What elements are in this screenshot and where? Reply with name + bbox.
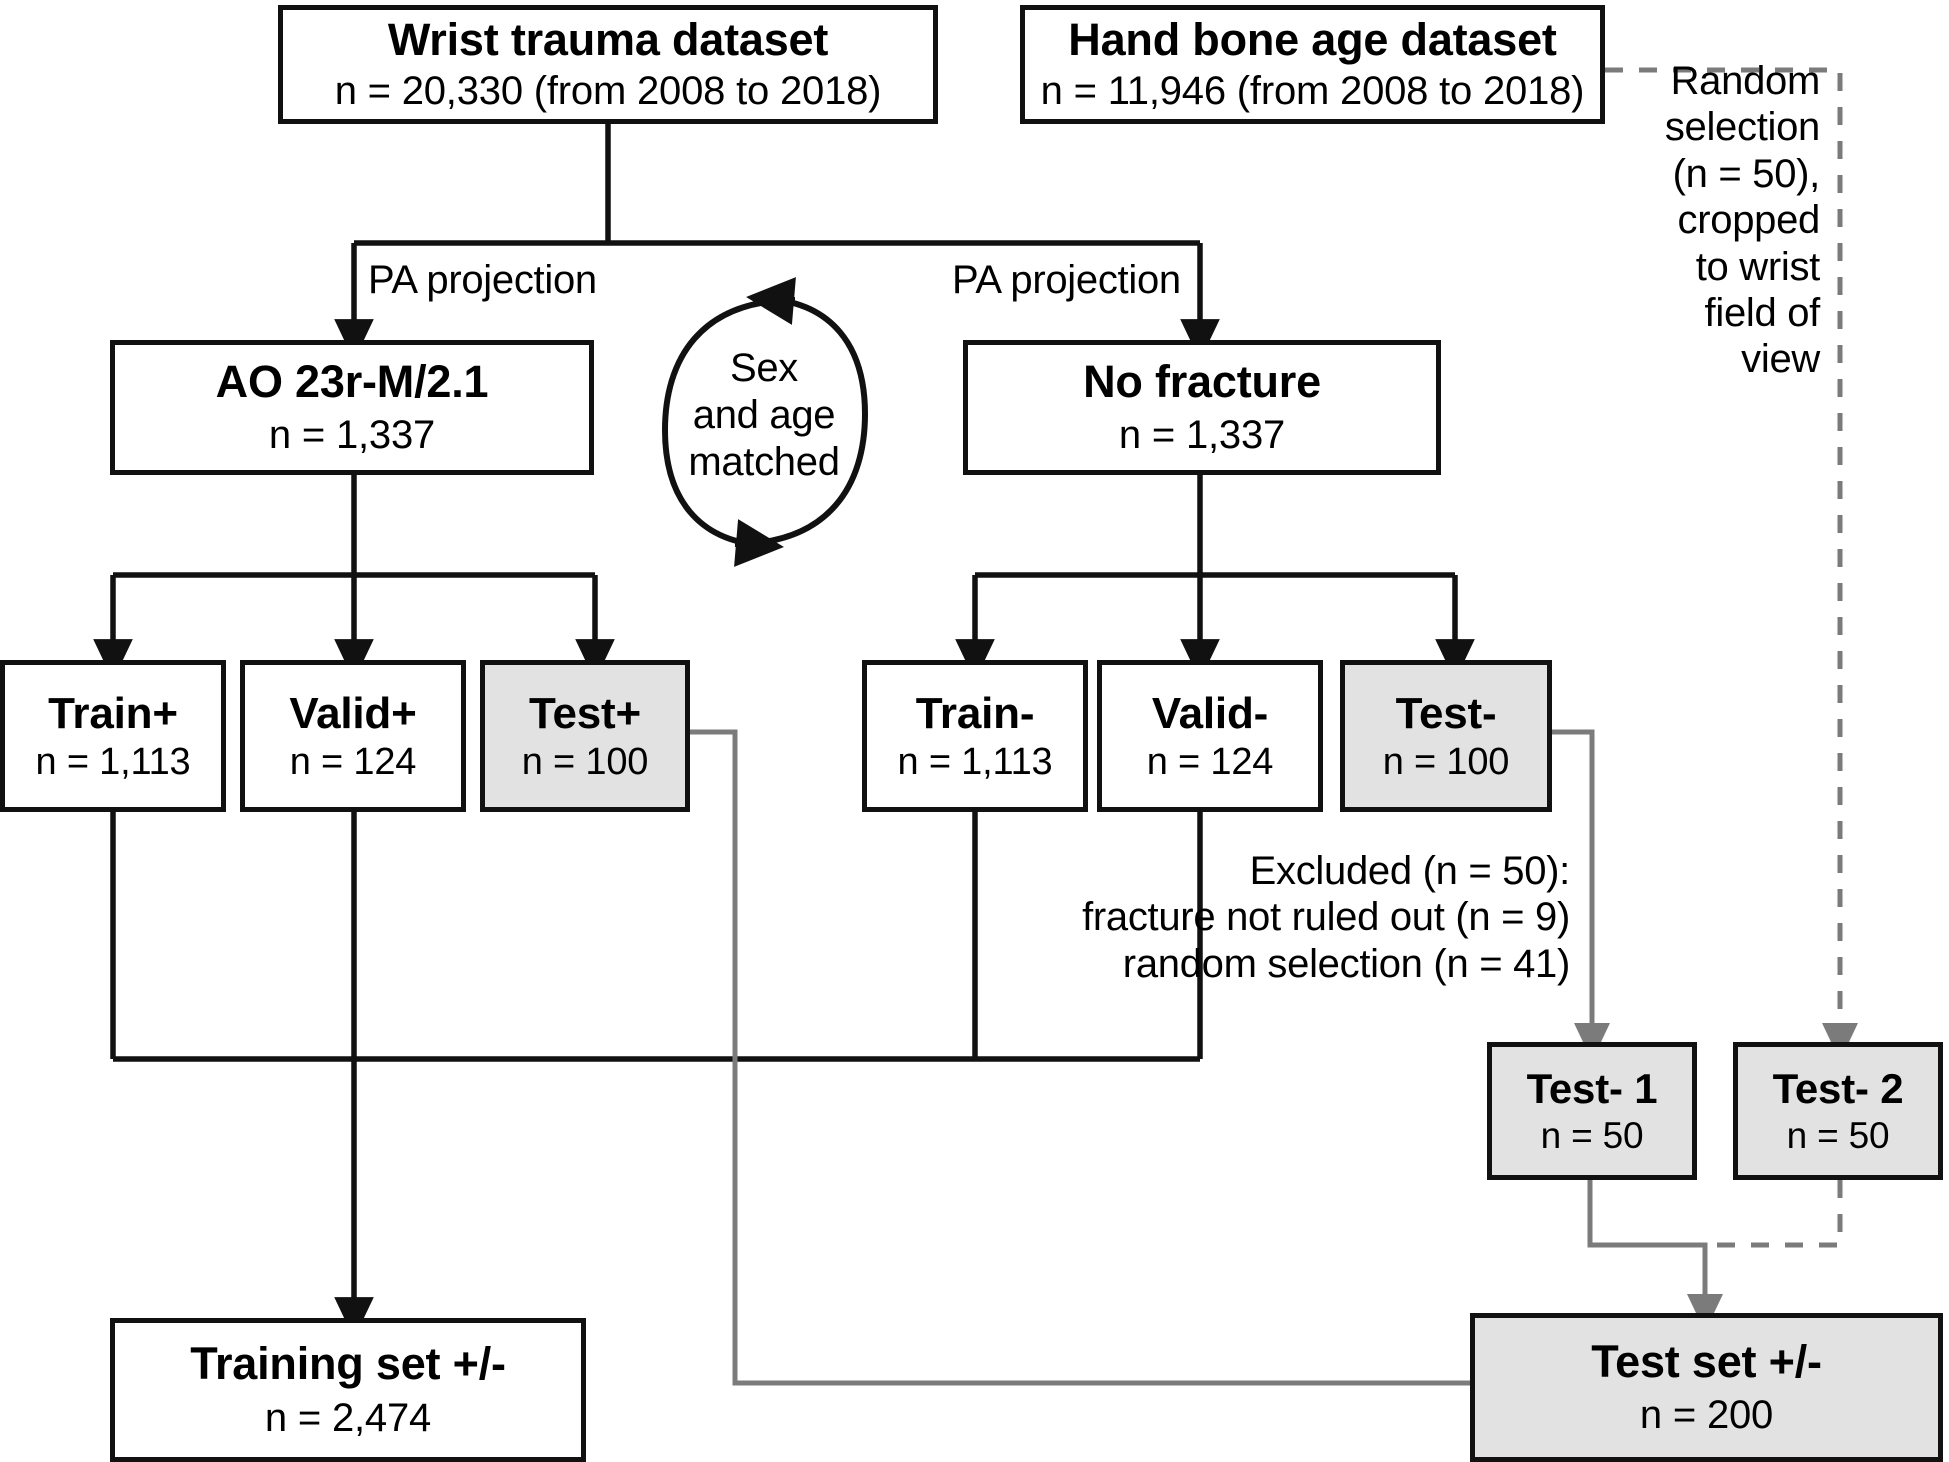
node-subtitle: n = 50: [1786, 1115, 1890, 1157]
node-test-negative-1[interactable]: Test- 1 n = 50: [1487, 1042, 1697, 1180]
node-title: Hand bone age dataset: [1068, 13, 1557, 65]
node-hand-bone-age-dataset[interactable]: Hand bone age dataset n = 11,946 (from 2…: [1020, 5, 1605, 124]
node-test-negative-2[interactable]: Test- 2 n = 50: [1733, 1042, 1943, 1180]
note-line-1: Random: [1670, 59, 1821, 103]
node-train-positive[interactable]: Train+ n = 1,113: [0, 660, 226, 812]
note-line-7: view: [1741, 337, 1820, 382]
cycle-label-line-3: matched: [688, 440, 840, 485]
node-wrist-trauma-dataset[interactable]: Wrist trauma dataset n = 20,330 (from 20…: [278, 5, 938, 124]
note-line-3: (n = 50),: [1672, 151, 1821, 196]
node-valid-positive[interactable]: Valid+ n = 124: [240, 660, 466, 812]
node-ao-classification[interactable]: AO 23r-M/2.1 n = 1,337: [110, 340, 594, 475]
node-no-fracture[interactable]: No fracture n = 1,337: [963, 340, 1441, 475]
node-training-set[interactable]: Training set +/- n = 2,474: [110, 1318, 586, 1462]
node-title: No fracture: [1083, 355, 1321, 407]
node-title: Test-: [1395, 688, 1497, 738]
node-title: Test- 2: [1772, 1065, 1904, 1113]
node-subtitle: n = 124: [289, 740, 417, 783]
node-title: Train-: [915, 688, 1035, 738]
node-subtitle: n = 100: [1382, 740, 1510, 783]
node-subtitle: n = 50: [1540, 1115, 1644, 1157]
cycle-label-line-2: and age: [692, 393, 836, 438]
node-subtitle: n = 2,474: [264, 1395, 432, 1440]
cycle-label-line-1: Sex: [729, 346, 799, 390]
node-test-positive[interactable]: Test+ n = 100: [480, 660, 690, 812]
note-random-selection: Random selection (n = 50), cropped to wr…: [1625, 58, 1820, 383]
note-line-3: random selection (n = 41): [1122, 941, 1571, 986]
note-line-6: field of: [1704, 290, 1821, 335]
node-subtitle: n = 1,113: [35, 740, 191, 783]
node-title: Valid-: [1151, 688, 1269, 738]
node-subtitle: n = 1,113: [897, 740, 1053, 783]
node-subtitle: n = 1,337: [268, 413, 436, 458]
node-test-negative[interactable]: Test- n = 100: [1340, 660, 1552, 812]
node-title: Valid+: [289, 688, 417, 738]
node-title: Wrist trauma dataset: [387, 13, 829, 65]
node-train-negative[interactable]: Train- n = 1,113: [862, 660, 1088, 812]
edge-label-pa-projection-right: PA projection: [952, 258, 1181, 302]
node-subtitle: n = 124: [1146, 740, 1274, 783]
node-subtitle: n = 200: [1639, 1393, 1774, 1438]
node-test-set[interactable]: Test set +/- n = 200: [1470, 1313, 1943, 1462]
node-subtitle: n = 20,330 (from 2008 to 2018): [334, 69, 882, 114]
node-subtitle: n = 11,946 (from 2008 to 2018): [1040, 69, 1585, 114]
note-line-2: fracture not ruled out (n = 9): [1082, 895, 1570, 940]
node-title: Train+: [48, 688, 178, 738]
node-title: Training set +/-: [190, 1338, 506, 1390]
node-title: Test- 1: [1526, 1065, 1658, 1113]
node-title: Test+: [529, 688, 641, 738]
node-subtitle: n = 100: [521, 740, 649, 783]
note-line-5: to wrist: [1695, 244, 1821, 289]
note-line-1: Excluded (n = 50):: [1249, 849, 1571, 893]
note-line-4: cropped: [1677, 198, 1821, 243]
cycle-label-sex-and-age-matched: Sex and age matched: [648, 345, 880, 487]
node-subtitle: n = 1,337: [1118, 413, 1286, 458]
node-title: Test set +/-: [1591, 1335, 1822, 1387]
node-valid-negative[interactable]: Valid- n = 124: [1097, 660, 1323, 812]
edge-label-pa-projection-left: PA projection: [368, 258, 597, 302]
node-title: AO 23r-M/2.1: [215, 355, 489, 407]
note-excluded: Excluded (n = 50): fracture not ruled ou…: [1060, 848, 1570, 987]
note-line-2: selection: [1664, 105, 1820, 150]
